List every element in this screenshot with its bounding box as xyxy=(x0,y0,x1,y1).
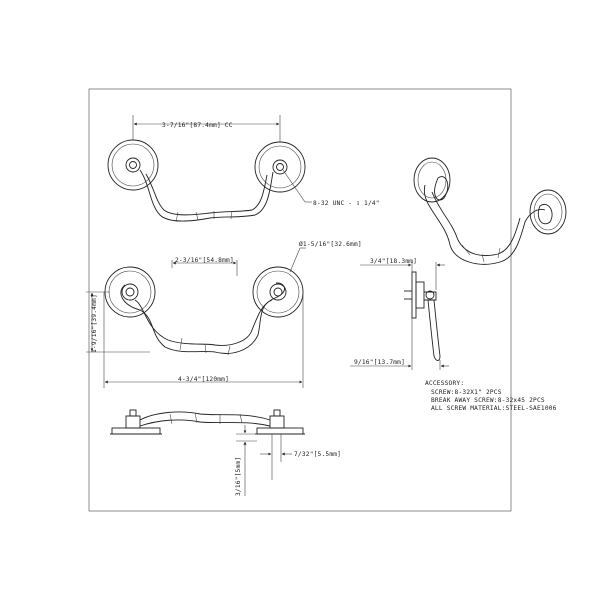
notes-line-2: BREAK AWAY SCREW:8-32x45 2PCS xyxy=(431,397,545,404)
dim-post-diameter: 3/16"[5mm] xyxy=(235,457,242,496)
accessory-notes: ACCESSORY: SCREW:8-32X1" 2PCS BREAK AWAY… xyxy=(425,380,557,412)
front-left-rosette xyxy=(104,266,156,318)
right-rosette xyxy=(254,141,306,193)
notes-line-1: SCREW:8-32X1" 2PCS xyxy=(431,389,502,396)
bottom-view: 7/32"[5.5mm] 3/16"[5mm] xyxy=(110,409,341,496)
front-bail xyxy=(120,282,285,356)
front-view: 2-3/16"[54.8mm] Ø1-5/16"[32.6mm] 4-3/4"[… xyxy=(86,240,362,388)
dim-height: 1-9/16"[39.4mm] xyxy=(91,294,98,353)
front-right-rosette xyxy=(252,266,304,318)
dim-side-depth: 3/4"[18.3mm] xyxy=(370,258,417,265)
notes-line-3: ALL SCREW MATERIAL:STEEL-SAE1006 xyxy=(431,405,557,412)
notes-title: ACCESSORY: xyxy=(425,380,464,387)
top-bail xyxy=(139,169,274,223)
dim-cc-front: 2-3/16"[54.8mm] xyxy=(175,257,234,264)
side-view: 3/4"[18.3mm] 9/16"[13.7mm] xyxy=(350,258,449,370)
drawing-frame xyxy=(88,88,512,512)
dim-post-length: 7/32"[5.5mm] xyxy=(294,451,341,458)
dim-cc-top: 3-7/16"[87.4mm] CC xyxy=(162,122,233,129)
dim-overall-length: 4-3/4"[120mm] xyxy=(178,376,229,383)
dim-rose-diameter: Ø1-5/16"[32.6mm] xyxy=(299,240,362,248)
dim-side-projection: 9/16"[13.7mm] xyxy=(354,359,405,366)
dim-thread: 8-32 UNC - ↧ 1/4" xyxy=(313,200,380,207)
top-view: 3-7/16"[87.4mm] CC 8-32 UNC - ↧ 1/4" xyxy=(107,115,380,223)
iso-view xyxy=(413,157,567,265)
